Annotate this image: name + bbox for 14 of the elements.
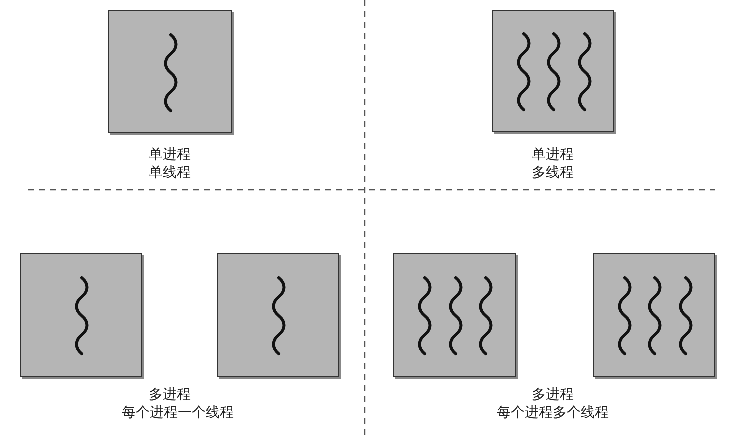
box-caption: 多线程: [531, 164, 575, 182]
process-box: [593, 253, 715, 377]
group-caption: 多进程: [148, 386, 192, 404]
group-caption: 每个进程多个线程: [496, 404, 610, 422]
process-box: [393, 253, 516, 377]
box-caption: 单进程: [531, 146, 575, 164]
process-box: [492, 10, 614, 132]
process-box: [217, 253, 339, 377]
box-caption: 单线程: [148, 164, 192, 182]
group-caption: 多进程: [531, 386, 575, 404]
process-box: [20, 253, 142, 377]
process-box: [108, 10, 232, 133]
group-caption: 每个进程一个线程: [121, 404, 235, 422]
box-caption: 单进程: [148, 146, 192, 164]
